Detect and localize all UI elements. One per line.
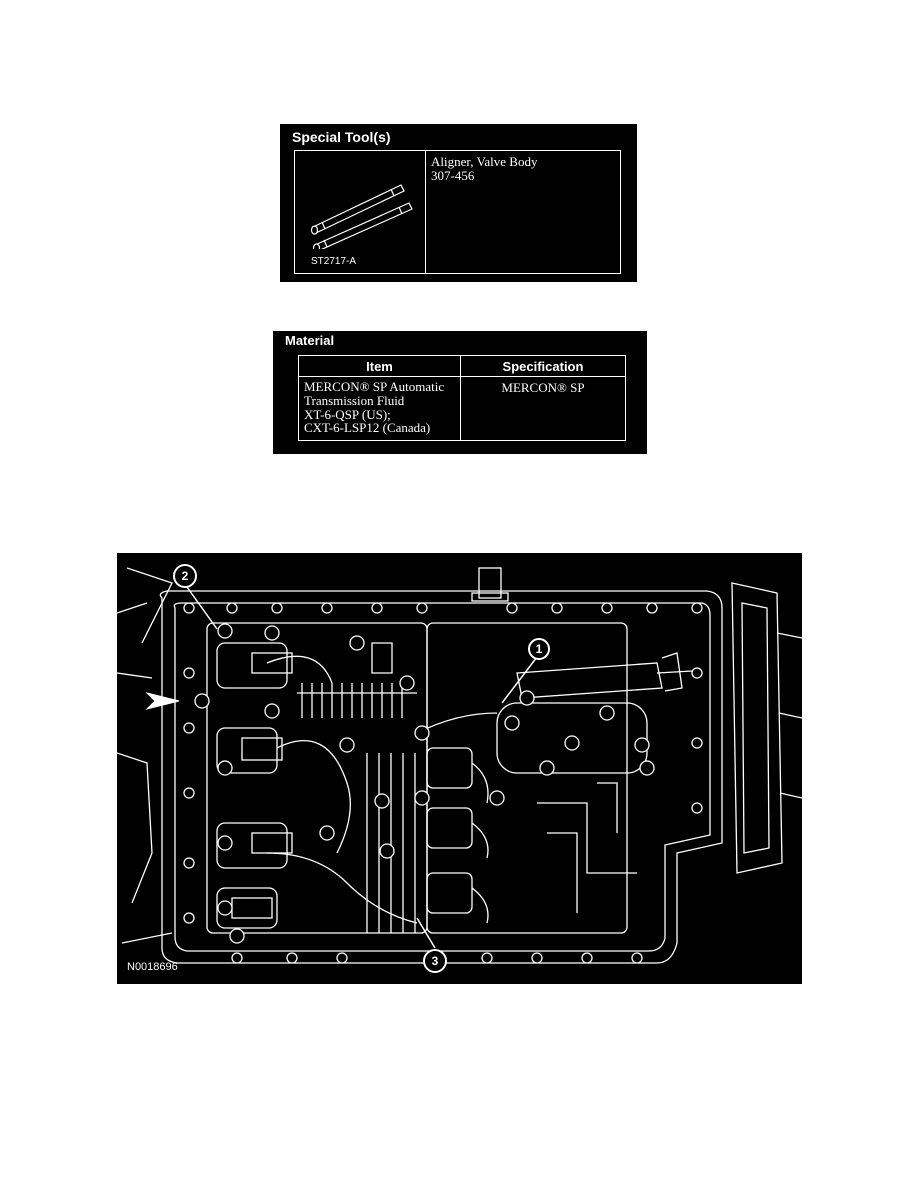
table-divider [425, 151, 426, 273]
material-item-line: CXT-6-LSP12 (Canada) [304, 420, 431, 436]
callout-2-marker [173, 564, 197, 588]
table-divider [460, 356, 461, 440]
valve-body-aligner-rods-icon [310, 184, 413, 249]
material-panel: Material Item Specification MERCON® SP A… [273, 331, 647, 454]
callout-3-marker [423, 949, 447, 973]
pointer-arrow-icon [145, 692, 180, 710]
material-item-line: XT-6-QSP (US); [304, 406, 391, 422]
transmission-valve-body-diagram: 2 1 3 [117, 564, 802, 973]
callout-1-marker [528, 638, 550, 660]
material-table: Item Specification MERCON® SP Automatic … [298, 355, 626, 441]
special-tools-table: ST2717-A Aligner, Valve Body 307-456 [294, 150, 621, 274]
table-divider [299, 376, 625, 377]
material-item-cell: MERCON® SP Automatic Transmission Fluid … [304, 380, 458, 435]
material-title: Material [285, 333, 335, 348]
material-specification-cell: MERCON® SP [501, 380, 585, 395]
column-header-specification: Specification [502, 359, 584, 374]
callout-label: 1 [536, 642, 543, 656]
valve-body-illustration: 2 1 3 N0018696 [117, 553, 802, 984]
material-item-line: MERCON® SP Automatic [304, 379, 445, 394]
column-header-item: Item [366, 359, 393, 374]
tool-description: Aligner, Valve Body 307-456 [431, 155, 537, 183]
illustration-code: N0018696 [127, 961, 178, 973]
material-item-line: Transmission Fluid [304, 392, 405, 408]
special-tools-panel: Special Tool(s) ST2717-A Aligner, Valve … [280, 124, 637, 282]
tool-name: Aligner, Valve Body [431, 154, 538, 169]
callout-label: 3 [432, 954, 439, 968]
callout-label: 2 [182, 569, 189, 583]
tool-number: 307-456 [431, 168, 475, 183]
special-tools-title: Special Tool(s) [292, 129, 391, 145]
tool-illustration-code: ST2717-A [311, 256, 357, 267]
